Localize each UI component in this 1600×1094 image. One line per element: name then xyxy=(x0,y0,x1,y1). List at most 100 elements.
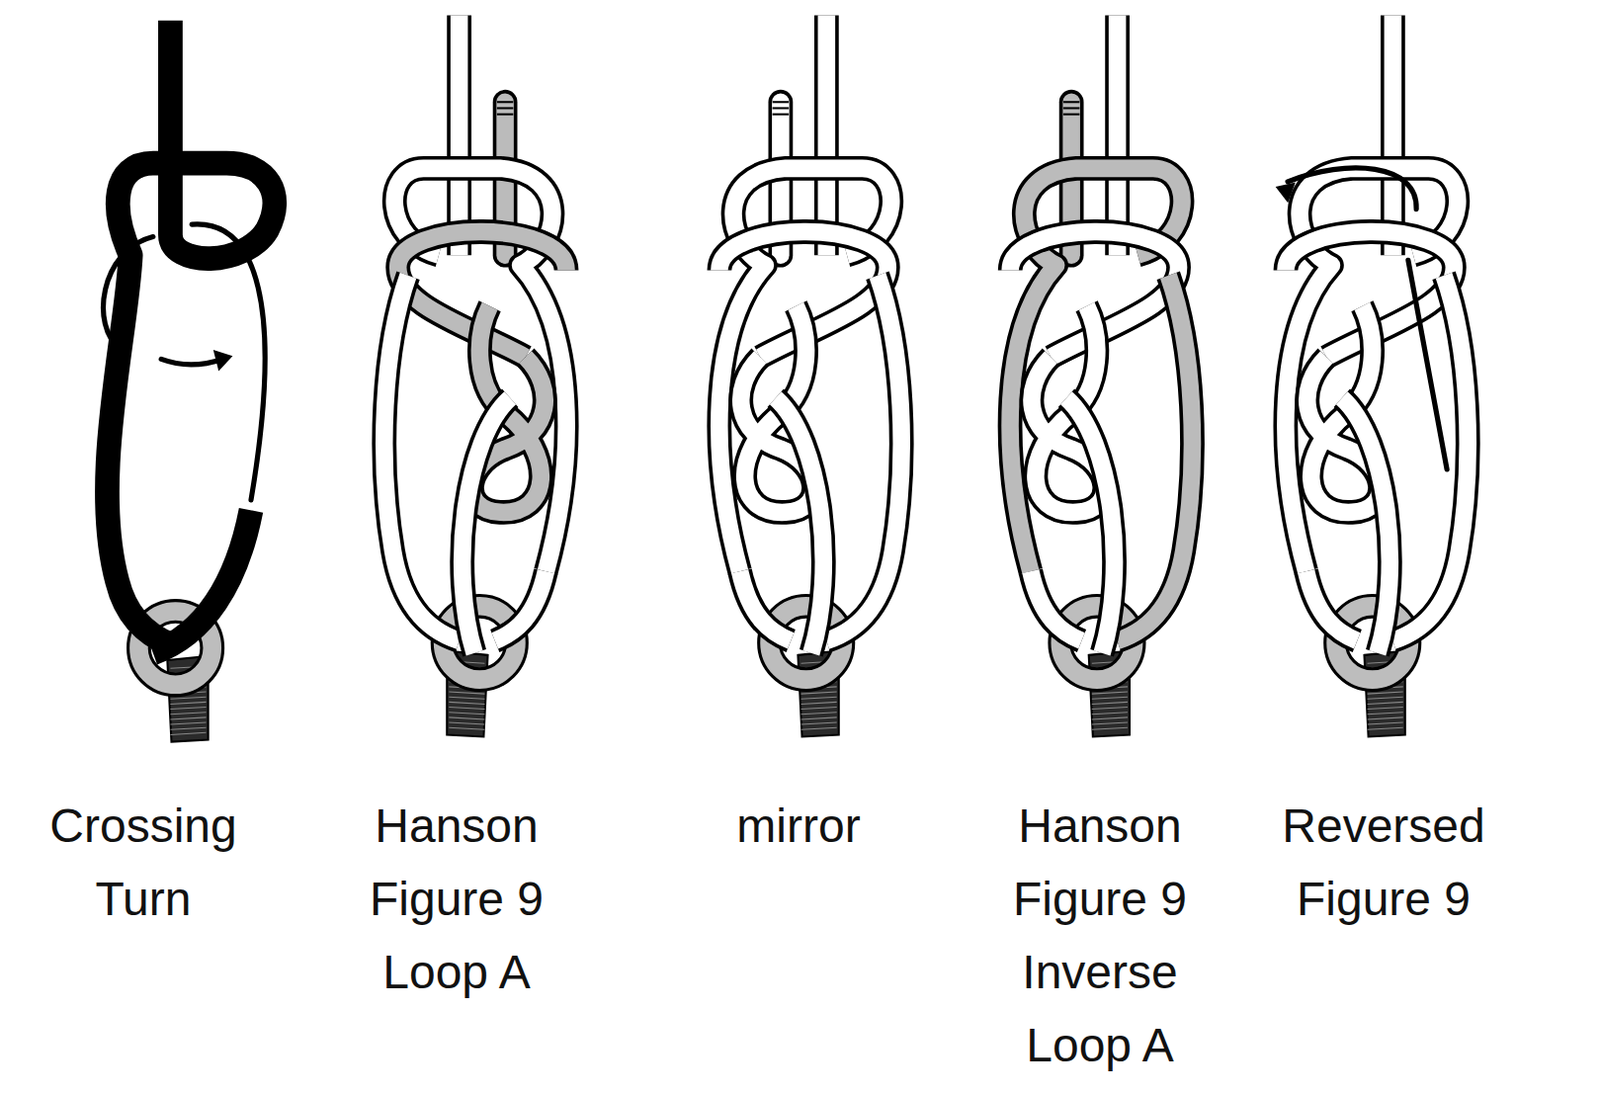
rope xyxy=(1306,571,1358,641)
strap-hatch xyxy=(801,707,838,710)
strap-hatch xyxy=(169,701,206,704)
rope-outline xyxy=(495,571,547,641)
strap-hatch xyxy=(1092,722,1128,725)
strap-hatch xyxy=(448,691,485,694)
knot-name: Crossing Turn xyxy=(14,789,272,936)
knot-name: Reversed Figure 9 xyxy=(1255,789,1513,936)
direction-arrow xyxy=(1287,168,1417,210)
mirror-knot xyxy=(719,14,902,737)
rope xyxy=(1117,275,1193,642)
strap-hatch xyxy=(448,717,485,720)
rope-outline xyxy=(384,275,460,642)
illustration-group xyxy=(103,14,1469,742)
knot-name: Hanson Figure 9 Loop A xyxy=(337,789,576,1010)
strap-hatch xyxy=(169,727,206,730)
rope-outline xyxy=(1392,275,1468,642)
knot-name: Hanson Figure 9 Inverse Loop A xyxy=(981,789,1219,1083)
strap-hatch xyxy=(801,701,838,704)
whipping-stripe xyxy=(497,100,514,103)
whipping-stripe xyxy=(772,100,790,103)
hanson-figure-9-inverse-loop-a-knot xyxy=(1010,14,1192,737)
rope xyxy=(153,509,252,654)
rope xyxy=(1030,571,1083,641)
strap-hatch xyxy=(448,707,485,710)
rope xyxy=(1108,14,1127,255)
reversal-arrows xyxy=(1275,168,1447,470)
strap-hatch xyxy=(1367,691,1404,694)
rope-outline xyxy=(1066,398,1115,654)
rope-outline xyxy=(462,398,511,654)
rope xyxy=(775,398,825,654)
strap-hatch xyxy=(448,701,485,704)
strap-hatch xyxy=(448,696,485,699)
whipping-stripe xyxy=(1063,113,1081,116)
rope-outline xyxy=(1104,14,1130,255)
direction-arrow xyxy=(191,224,265,501)
strap-hatch xyxy=(1367,707,1404,710)
strap-hatch xyxy=(1092,712,1128,715)
direction-arrow xyxy=(1408,259,1447,470)
reversed-figure-9-knot xyxy=(1285,14,1468,737)
rope xyxy=(1392,275,1468,642)
rope-outline xyxy=(719,168,892,572)
hanson-figure-9-loop-a-knot xyxy=(384,14,567,737)
rope xyxy=(826,275,902,642)
arrow-head xyxy=(213,349,234,371)
rope-outline xyxy=(1117,275,1193,642)
rope-outline xyxy=(1306,571,1358,641)
strap-hatch xyxy=(1092,727,1128,730)
rope xyxy=(1342,398,1391,654)
rope-outline xyxy=(1010,168,1182,572)
rope-outline xyxy=(826,275,902,642)
rope-outline xyxy=(153,509,252,654)
whipping-stripe xyxy=(497,106,514,109)
knot-name: mirror xyxy=(679,789,918,863)
whipping-stripe xyxy=(497,113,514,116)
rope xyxy=(384,275,460,642)
rope xyxy=(1010,168,1182,572)
strap-hatch xyxy=(169,732,206,735)
strap-hatch xyxy=(448,727,485,730)
whipping-stripe xyxy=(1063,106,1081,109)
whipping-stripe xyxy=(1063,100,1081,103)
rope xyxy=(1285,168,1458,572)
strap-hatch xyxy=(1092,691,1128,694)
strap-hatch xyxy=(801,722,838,725)
rope-outline xyxy=(775,398,825,654)
rope-outline xyxy=(814,14,840,255)
rope-outline xyxy=(394,168,567,572)
rope xyxy=(495,571,547,641)
rope-outline xyxy=(1380,14,1406,255)
strap-hatch xyxy=(1092,701,1128,704)
strap-hatch xyxy=(1092,707,1128,710)
strap-hatch xyxy=(169,712,206,715)
rope-outline xyxy=(1030,571,1083,641)
strap-hatch xyxy=(801,691,838,694)
rope xyxy=(1066,398,1115,654)
rope-outline xyxy=(446,14,472,255)
strap-hatch xyxy=(801,727,838,730)
strap-hatch xyxy=(1367,717,1404,720)
rope xyxy=(818,14,837,255)
direction-arrow xyxy=(161,358,223,364)
strap-hatch xyxy=(169,722,206,725)
rope-outline xyxy=(1342,398,1391,654)
arrow-head xyxy=(1275,182,1296,204)
whipping-stripe xyxy=(772,106,790,109)
whipping-stripe xyxy=(772,113,790,116)
strap-hatch xyxy=(1367,712,1404,715)
rope xyxy=(740,571,792,641)
crossing-turn-knot xyxy=(103,20,275,743)
rope-outline xyxy=(740,571,792,641)
strap-hatch xyxy=(801,696,838,699)
strap-hatch xyxy=(1092,717,1128,720)
strap-hatch xyxy=(448,722,485,725)
strap-hatch xyxy=(1367,727,1404,730)
strap-hatch xyxy=(169,696,206,699)
rope xyxy=(462,398,511,654)
strap-hatch xyxy=(1367,722,1404,725)
rope xyxy=(719,168,892,572)
strap-hatch xyxy=(169,717,206,720)
strap-hatch xyxy=(1092,696,1128,699)
